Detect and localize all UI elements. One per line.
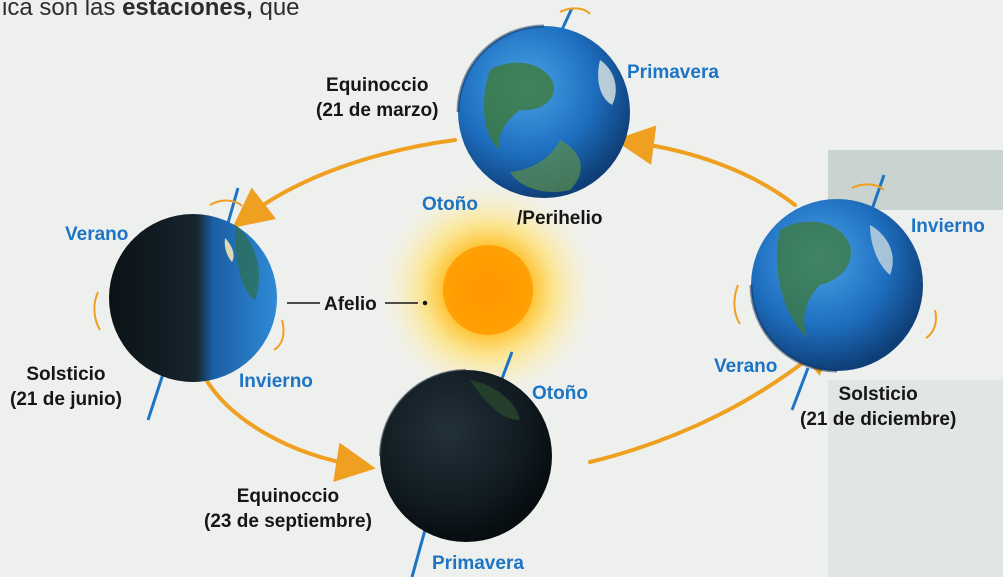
label-bottom-otono: Otoño [532,383,588,404]
label-left-verano: Verano [65,224,129,245]
orbit-arrow-sept-dec [588,334,838,464]
side-panel [828,150,1003,210]
rotation-arcs [93,7,937,351]
label-perihelio: /Perihelio [517,208,603,229]
afelio-pointer [287,300,428,306]
orbit-arrows [203,125,838,483]
label-left-invierno: Invierno [239,371,313,392]
top-text-prefix: ica son las [2,0,123,21]
top-text-line: ica son las estaciones, que [2,0,300,22]
label-top-otono: Otoño [422,194,478,215]
label-right-verano: Verano [714,356,778,377]
solstice-june-label: Solsticio (21 de junio) [10,362,122,412]
orbit-arrow-dec-march [614,125,797,207]
orbit-arrow-june-sept [203,376,376,483]
solstice-december-title: Solsticio [838,384,918,405]
solstice-june-date: (21 de junio) [10,389,122,410]
sun [378,180,598,400]
solstice-june-title: Solsticio [26,364,106,385]
solstice-december-label: Solsticio (21 de diciembre) [800,382,956,432]
label-afelio: Afelio [324,294,377,315]
side-panel-lower [828,380,1003,577]
earth-june-solstice [109,187,277,421]
top-text-bold: estaciones, [122,0,253,21]
equinox-september-date: (23 de septiembre) [204,511,372,532]
orbit-arrow-march-june [232,138,457,228]
equinox-september-title: Equinoccio [236,486,340,507]
label-bottom-primavera: Primavera [432,553,524,574]
earth-september-equinox [379,351,552,577]
earth-december-solstice [749,174,923,411]
top-text-suffix: que [252,0,300,21]
equinox-march-date: (21 de marzo) [316,100,439,121]
label-top-primavera: Primavera [627,62,719,83]
earth-march-equinox [456,7,630,198]
equinox-september-label: Equinoccio (23 de septiembre) [204,484,372,534]
solstice-december-date: (21 de diciembre) [800,409,957,430]
equinox-march-label: Equinoccio (21 de marzo) [316,73,438,123]
label-right-invierno: Invierno [911,216,985,237]
equinox-march-title: Equinoccio [326,75,429,96]
